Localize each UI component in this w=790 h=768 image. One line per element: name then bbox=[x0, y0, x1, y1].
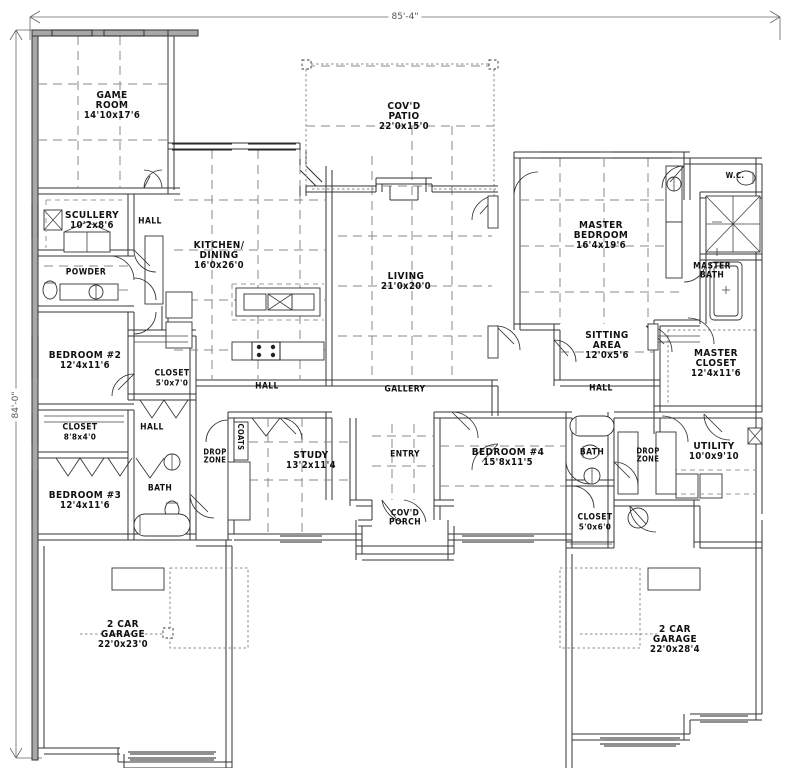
room-label-covd-porch: COV'D PORCH bbox=[389, 509, 421, 526]
room-dimensions: 22'0x15'0 bbox=[378, 121, 430, 133]
room-dimensions: 13'2x11'4 bbox=[285, 460, 337, 472]
plumbing-and-appliance-fixtures bbox=[42, 165, 763, 591]
door-swings bbox=[55, 165, 731, 533]
room-dimensions: 8'8x4'0 bbox=[63, 431, 97, 442]
room-dimensions: 16'4x19'6 bbox=[575, 240, 627, 252]
room-label-hall-1: HALL bbox=[138, 216, 162, 227]
room-name: MASTER BATH bbox=[693, 261, 731, 280]
room-dimensions: 22'0x28'4 bbox=[649, 644, 701, 656]
room-dimensions: 10'2x8'6 bbox=[70, 220, 114, 232]
room-name: DROP ZONE bbox=[636, 446, 660, 463]
room-name: KITCHEN/ DINING bbox=[193, 239, 245, 262]
room-label-master-bath: MASTER BATH bbox=[693, 262, 731, 279]
room-dimensions: 5'0x7'0 bbox=[155, 377, 189, 388]
room-name: HALL bbox=[138, 216, 162, 227]
wall-network bbox=[31, 29, 763, 768]
room-name: 2 CAR GARAGE bbox=[652, 623, 698, 646]
room-dimensions: 10'0x9'10 bbox=[688, 451, 740, 463]
room-label-gallery: GALLERY bbox=[384, 384, 426, 395]
room-label-hall-2: HALL bbox=[255, 381, 279, 392]
room-name: BEDROOM #2 bbox=[48, 350, 122, 362]
room-name: GAME ROOM bbox=[95, 89, 129, 112]
room-name: GALLERY bbox=[384, 384, 426, 395]
room-name: BATH bbox=[579, 447, 605, 458]
door-panels bbox=[487, 195, 659, 359]
room-dimensions: 15'8x11'5 bbox=[482, 457, 534, 469]
dimension-label-left-dim: 84'-0" bbox=[11, 388, 21, 422]
room-name: MASTER BEDROOM bbox=[573, 219, 629, 242]
room-name: DROP ZONE bbox=[203, 447, 227, 464]
room-name: STUDY bbox=[293, 450, 329, 462]
room-name: BATH bbox=[147, 483, 173, 494]
patio-south-wall bbox=[299, 177, 498, 201]
room-label-drop-zone-1: DROP ZONE bbox=[203, 448, 226, 463]
room-label-powder: POWDER bbox=[65, 267, 107, 278]
dimension-label-top-dim: 85'-4" bbox=[388, 12, 422, 22]
room-label-drop-zone-2: DROP ZONE bbox=[636, 447, 659, 462]
room-name: BEDROOM #4 bbox=[471, 447, 545, 459]
room-name: 2 CAR GARAGE bbox=[100, 618, 146, 641]
room-name: MASTER CLOSET bbox=[693, 347, 738, 370]
room-name: COV'D PORCH bbox=[388, 508, 422, 527]
room-name: POWDER bbox=[65, 267, 107, 278]
room-name: SITTING AREA bbox=[585, 329, 629, 352]
patio-outline bbox=[301, 59, 499, 196]
room-label-bath-1: BATH bbox=[147, 483, 173, 494]
room-name: W.C. bbox=[725, 171, 745, 181]
room-name: HALL bbox=[255, 381, 279, 392]
room-name: COV'D PATIO bbox=[387, 100, 421, 123]
room-name: ENTRY bbox=[390, 449, 420, 460]
room-label-wc: W.C. bbox=[726, 172, 745, 180]
room-dimensions: 12'4x11'6 bbox=[690, 368, 742, 380]
room-dimensions: 12'4x11'6 bbox=[59, 500, 111, 512]
room-name: CLOSET bbox=[154, 368, 190, 379]
garage-door-swing-zones bbox=[80, 567, 660, 649]
room-dimensions: 21'0x20'0 bbox=[380, 281, 432, 293]
room-name: CLOSET bbox=[577, 512, 613, 523]
room-dimensions: 16'0x26'0 bbox=[193, 260, 245, 272]
room-name: BEDROOM #3 bbox=[48, 490, 122, 502]
room-label-bath-2: BATH bbox=[579, 447, 605, 458]
room-name: COATS bbox=[235, 423, 245, 451]
room-dimensions: 14'10x17'6 bbox=[83, 110, 141, 122]
room-label-hall-4: HALL bbox=[140, 422, 164, 433]
room-name: SCULLERY bbox=[64, 210, 120, 222]
garage-doors bbox=[130, 739, 676, 761]
room-name: CLOSET bbox=[62, 422, 98, 433]
room-dimensions: 12'4x11'6 bbox=[59, 360, 111, 372]
room-name: HALL bbox=[589, 383, 613, 394]
room-dimensions: 22'0x23'0 bbox=[97, 639, 149, 651]
windows bbox=[31, 29, 748, 759]
room-dimensions: 12'0x5'6 bbox=[585, 350, 629, 362]
room-name: UTILITY bbox=[693, 441, 735, 453]
room-dimensions: 5'0x6'0 bbox=[578, 521, 612, 532]
room-name: LIVING bbox=[387, 271, 425, 283]
room-label-hall-3: HALL bbox=[589, 383, 613, 394]
room-label-coats: COATS bbox=[235, 423, 245, 451]
room-label-entry: ENTRY bbox=[390, 449, 420, 460]
room-name: HALL bbox=[140, 422, 164, 433]
